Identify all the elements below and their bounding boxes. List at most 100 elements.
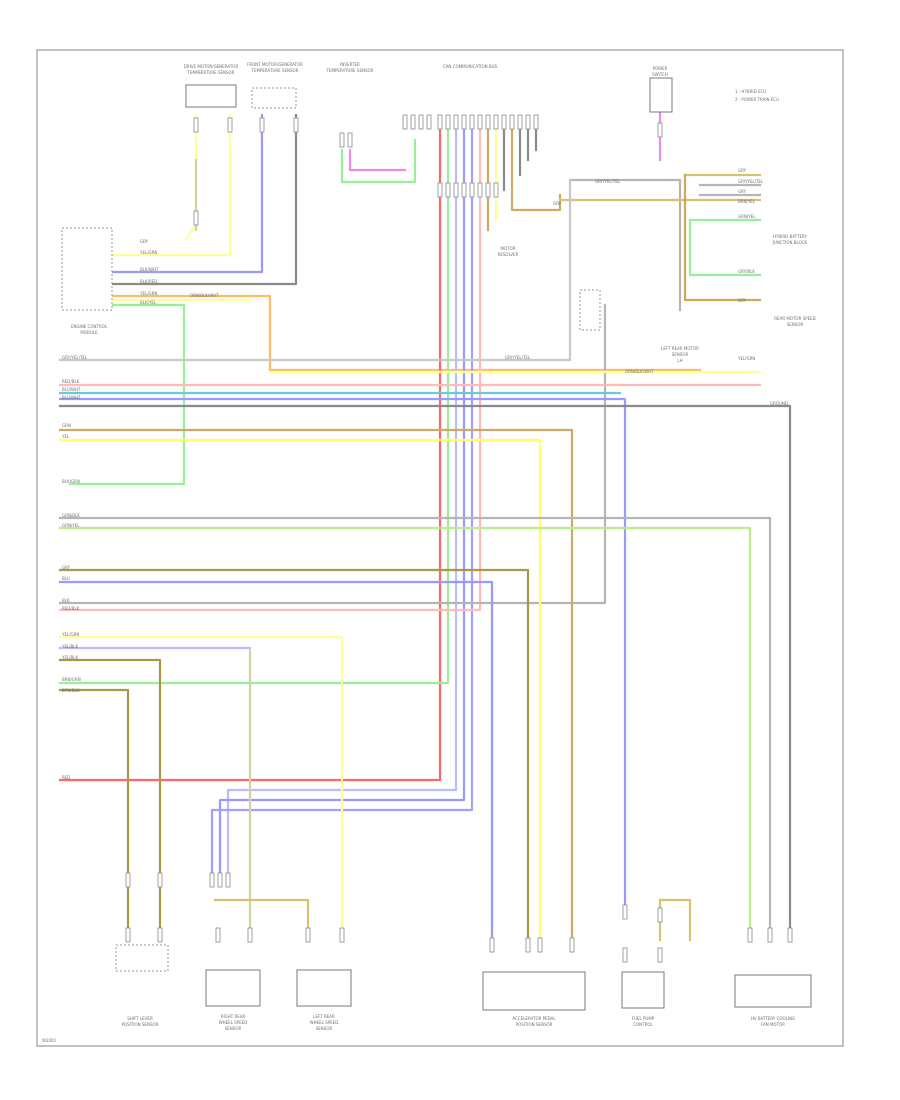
- drive-motor-label-1: DRIVE MOTOR/GENERATOR: [184, 64, 239, 69]
- hv-relay-switch: [579, 289, 601, 331]
- connector-pin-16: [477, 114, 483, 130]
- wire-right-gray-4: [58, 303, 607, 605]
- wire-low-olive: [58, 658, 162, 942]
- wire-right-gray: [568, 178, 682, 312]
- wire-fuel-tan: [658, 898, 692, 942]
- connector-pin-3: [293, 117, 299, 133]
- left-wire-tag-17: BRN/BLK: [62, 688, 80, 693]
- shift-lever-sensor-box: [115, 944, 169, 972]
- left-wire-tag-9: GRY: [62, 565, 71, 570]
- note-line-2: 2 : POWER TRAIN ECU: [735, 97, 779, 102]
- accel-pedal-sensor-box: [482, 971, 586, 1011]
- connector-pin-33: [125, 872, 131, 888]
- drive-motor-label-2: TEMPERATURE SENSOR: [187, 70, 235, 75]
- right-wire-tag-4: GRN/YEL: [738, 214, 756, 219]
- mid-wire-tag-0: GRY/YEL/TEL: [595, 179, 621, 184]
- wire-temp-sensor-gray: [108, 113, 298, 286]
- right-wire-tag-2: GRY: [738, 189, 747, 194]
- right-wire-tag-5: GRY/BLK: [738, 269, 755, 274]
- left-rear-motor-label-3: LH: [677, 358, 682, 363]
- connector-pin-0: [193, 117, 199, 133]
- connector-pin-13: [453, 114, 459, 130]
- connector-pin-48: [622, 904, 628, 920]
- wire-low-yellow: [58, 635, 344, 942]
- connector-pin-18: [493, 114, 499, 130]
- labels: W2001 1 : HYBRID ECU 2 : POWER TRAIN ECU…: [42, 62, 816, 1043]
- hv-relay-label-2: SENSOR: [787, 322, 804, 327]
- right-wire-tag-6: GRY: [738, 298, 747, 303]
- page-code: W2001: [42, 1038, 57, 1043]
- connector-pin-31: [493, 182, 499, 198]
- connector-pin-34: [157, 872, 163, 888]
- connector-pin-12: [445, 114, 451, 130]
- inverter-label-2: TEMPERATURE SENSOR: [326, 68, 374, 73]
- accel-label-2: POSITION SENSOR: [516, 1022, 553, 1027]
- connector-pin-22: [525, 114, 531, 130]
- diagram-border: [36, 49, 844, 1047]
- lr-speed-label-3: SENSOR: [316, 1026, 333, 1031]
- connector-pin-45: [525, 937, 531, 953]
- wire-can-pink: [58, 118, 482, 612]
- mid-wire-tag-4: GROUND: [770, 401, 788, 406]
- connector-pin-19: [501, 114, 507, 130]
- ecm-wire-tag-4: YEL/GRN: [139, 291, 157, 296]
- power-switch: [649, 77, 673, 113]
- left-wire-tag-1: RED/BLK: [62, 379, 80, 384]
- left-wire-tag-14: YEL/BLK: [61, 644, 79, 649]
- connector-pin-6: [347, 132, 353, 148]
- connectors: [125, 114, 793, 963]
- connector-pin-27: [461, 182, 467, 198]
- right-wire-tag-0: GRY: [738, 168, 747, 173]
- ecm-wire-tag-1: YEL/GRN: [139, 250, 157, 255]
- wire-right-green-2: [688, 218, 762, 277]
- connector-pin-11: [437, 114, 443, 130]
- connector-pin-15: [469, 114, 475, 130]
- resolver-label-2: RESOLVER: [498, 252, 519, 257]
- power-switch-label-1: POWER: [653, 66, 668, 71]
- cooling-fan-label-2: FAN MOTOR: [761, 1022, 785, 1027]
- connector-pin-10: [426, 114, 432, 130]
- hv-cooling-fan-box: [734, 974, 812, 1008]
- battery-junction-label-2: JUNCTION BLOCK: [772, 240, 808, 245]
- right-rear-speed-sensor-box: [205, 969, 261, 1007]
- ecm-right-tag-0: ORN/BLK/WHT: [190, 293, 219, 298]
- connector-pin-14: [461, 114, 467, 130]
- left-rear-motor-label-1: LEFT REAR MOTOR: [661, 346, 699, 351]
- ecm-wire-tag-2: BLK/WHT: [140, 267, 159, 272]
- wire-top-sensor-yellow-2: [108, 113, 232, 257]
- front-motor-temp-sensor: [251, 87, 297, 109]
- ecm-label-1: ENGINE CONTROL: [71, 324, 108, 329]
- ecm-label-2: MODULE: [80, 330, 98, 335]
- lr-speed-label-2: WHEEL SPEED: [310, 1020, 339, 1025]
- left-wire-tag-12: RED/BLK: [62, 606, 80, 611]
- engine-control-module: [61, 227, 113, 311]
- cooling-fan-label-1: HV BATTERY COOLING: [751, 1016, 795, 1021]
- connector-pin-2: [259, 117, 265, 133]
- connector-pin-36: [157, 927, 163, 943]
- left-wire-tag-8: GRN/YEL: [62, 523, 80, 528]
- lr-speed-label-1: LEFT REAR: [313, 1014, 335, 1019]
- connector-pin-35: [125, 927, 131, 943]
- connector-pin-54: [787, 927, 793, 943]
- right-wire-tag-3: BRN/YEL: [738, 199, 756, 204]
- wire-can-red: [58, 118, 442, 782]
- ecm-wire-tag-0: GRY: [140, 239, 149, 244]
- connector-pin-1: [227, 117, 233, 133]
- can-bus-label: CAN COMMUNICATION BUS: [443, 64, 498, 69]
- connector-pin-51: [657, 947, 663, 963]
- fuel-pump-box: [621, 971, 665, 1009]
- connector-pin-46: [537, 937, 543, 953]
- connector-pin-39: [225, 872, 231, 888]
- connector-pin-9: [418, 114, 424, 130]
- rr-speed-label-1: RIGHT REAR: [221, 1014, 246, 1019]
- wire-ecm-green: [68, 303, 186, 486]
- mid-wire-tag-3: GRY: [553, 201, 562, 206]
- mid-wire-tag-2: ORN/BLK/WHT: [625, 369, 654, 374]
- connector-pin-44: [489, 937, 495, 953]
- accel-label-1: ACCELERATOR PEDAL: [512, 1016, 556, 1021]
- connector-pin-42: [305, 927, 311, 943]
- connector-pin-29: [477, 182, 483, 198]
- connector-pin-8: [410, 114, 416, 130]
